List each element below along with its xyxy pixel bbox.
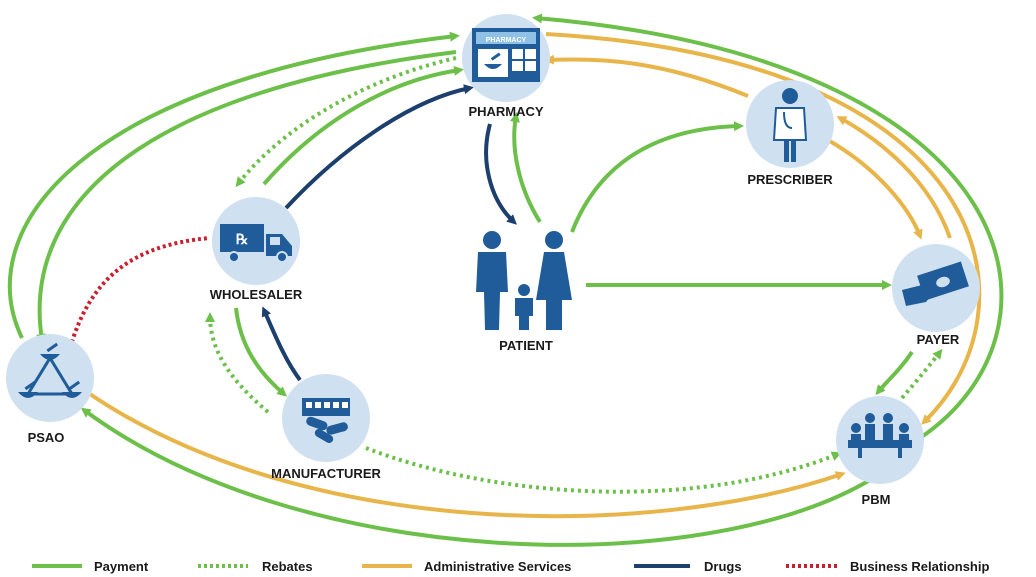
storefront-icon xyxy=(472,28,540,82)
psao-node: PSAO xyxy=(6,334,94,445)
payment-arrow-wholesaler-to-manufacturer xyxy=(234,307,288,397)
patient-node: PATIENT xyxy=(476,231,572,353)
payer-node: PAYER xyxy=(892,244,980,347)
admin-arrow-prescriber-to-payer xyxy=(826,138,923,240)
pbm-node: PBM xyxy=(836,396,924,507)
legend-drugs-label: Drugs xyxy=(704,559,742,574)
pills-factory-icon xyxy=(302,398,350,443)
pbm-label: PBM xyxy=(862,492,891,507)
meeting-icon xyxy=(848,413,912,458)
payment-arrow-patient-to-pharmacy xyxy=(510,112,542,224)
payment-arrow-patient-to-prescriber xyxy=(570,121,744,233)
wholesaler-node: ℞ WHOLESALER xyxy=(210,197,303,302)
payment-arrow-pharmacy-to-psao xyxy=(36,50,457,344)
payment-arrow-pbm-to-psao xyxy=(80,407,872,547)
rebates-arrow-manufacturer-to-pbm xyxy=(365,446,842,494)
legend-admin-label: Administrative Services xyxy=(424,559,571,574)
wholesaler-label: WHOLESALER xyxy=(210,287,303,302)
drugs-arrow-manufacturer-to-wholesaler xyxy=(261,306,302,382)
payment-arrow-psao-to-pharmacy xyxy=(7,31,460,339)
mortar-network-icon xyxy=(18,342,82,398)
prescriber-label: PRESCRIBER xyxy=(747,172,833,187)
pharmacy-sign: PHARMACY xyxy=(486,37,527,44)
legend-item-admin: Administrative Services xyxy=(362,559,571,574)
business-line-psao-wholesaler xyxy=(68,236,211,349)
pharmacy-label: PHARMACY xyxy=(468,104,543,119)
legend-rebates-label: Rebates xyxy=(262,559,313,574)
psao-label: PSAO xyxy=(28,430,65,445)
admin-arrow-psao-to-pbm xyxy=(82,388,846,519)
legend-payment-label: Payment xyxy=(94,559,149,574)
doctor-icon xyxy=(772,88,808,162)
payment-arrow-wholesaler-to-pharmacy xyxy=(262,65,464,186)
admin-arrow-pharmacy-to-pbm xyxy=(545,32,982,425)
prescriber-node: PRESCRIBER xyxy=(746,80,834,187)
legend-business-label: Business Relationship xyxy=(850,559,989,574)
payment-arrow-payer-to-pbm xyxy=(875,350,914,396)
manufacturer-node: MANUFACTURER xyxy=(271,374,381,481)
rebates-arrow-pharmacy-to-wholesaler xyxy=(235,56,457,188)
pharmacy-node: PHARMACY PHARMACY xyxy=(462,14,550,119)
cash-hand-icon xyxy=(902,261,969,306)
payer-label: PAYER xyxy=(917,332,960,347)
drugs-arrow-wholesaler-to-pharmacy xyxy=(284,84,474,210)
svg-text:℞: ℞ xyxy=(236,233,249,248)
legend-item-drugs: Drugs xyxy=(634,559,742,574)
legend-item-business: Business Relationship xyxy=(786,559,989,574)
rx-truck-icon: ℞ xyxy=(220,224,292,263)
family-icon xyxy=(476,231,572,330)
manufacturer-label: MANUFACTURER xyxy=(271,466,381,481)
admin-arrow-prescriber-to-pharmacy xyxy=(544,54,749,98)
payment-arrow-pbm-to-pharmacy xyxy=(532,13,1004,440)
legend: Payment Rebates Administrative Services … xyxy=(32,559,989,574)
admin-arrow-payer-to-prescriber xyxy=(836,116,952,239)
rebates-arrow-pbm-to-payer xyxy=(900,348,943,400)
legend-item-rebates: Rebates xyxy=(198,559,313,574)
rebates-arrow-manufacturer-to-wholesaler xyxy=(205,312,270,414)
patient-label: PATIENT xyxy=(499,338,553,353)
drugs-arrow-pharmacy-to-patient xyxy=(484,123,517,225)
legend-item-payment: Payment xyxy=(32,559,149,574)
